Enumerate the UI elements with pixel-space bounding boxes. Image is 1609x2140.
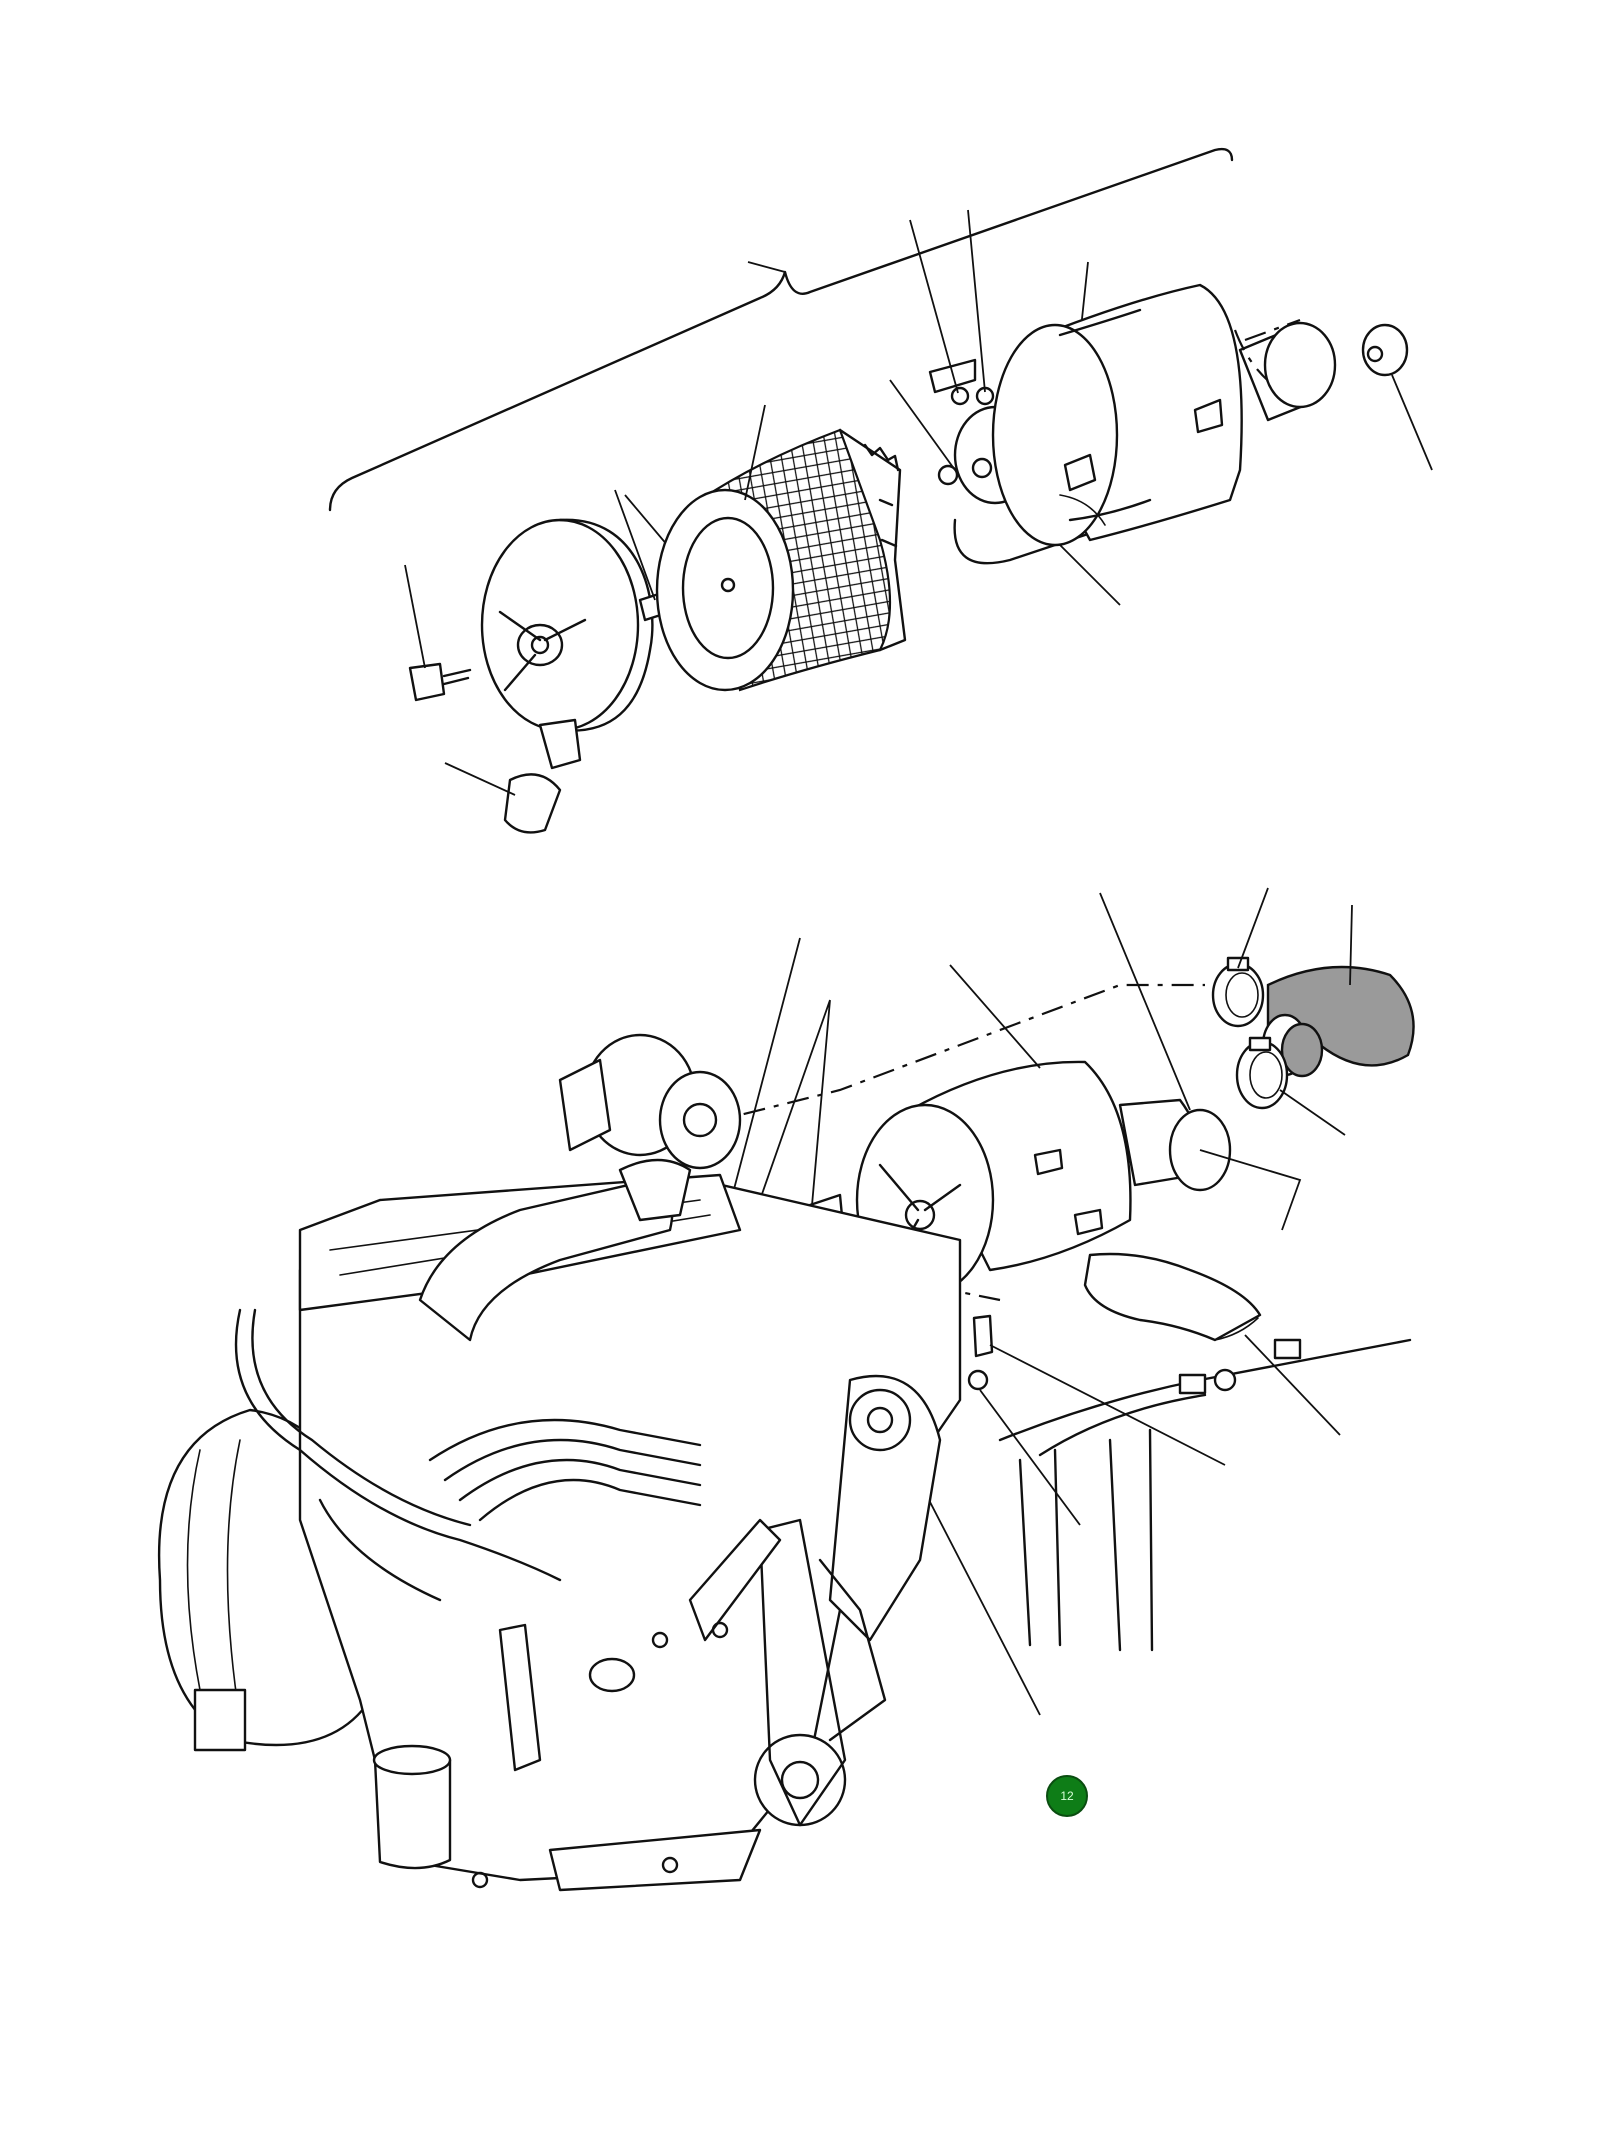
leader-line (1237, 887, 1353, 1136)
leader-line (444, 762, 516, 796)
outlet-elbow (1233, 318, 1409, 422)
leader-line (949, 892, 1302, 1231)
leader-line (1391, 374, 1433, 471)
leader-line (979, 1344, 1226, 1526)
phantom-line (699, 983, 1205, 1127)
radiator-frame (998, 1338, 1412, 1652)
engine-air-intake-installation (157, 887, 1415, 1892)
leader-line (1244, 1334, 1341, 1436)
air-cleaner-exploded-view (328, 147, 1433, 834)
dust-valve (503, 718, 582, 834)
elbow-tube (1083, 1252, 1262, 1342)
wing-bolt (408, 662, 472, 702)
leader-line (727, 937, 831, 1229)
engine-block (157, 1033, 962, 1892)
hose-clamp-lower (1235, 1036, 1289, 1110)
hose-clamp-upper (1211, 956, 1265, 1028)
page-number-badge: 12 (1046, 1775, 1088, 1817)
air-cleaner-housing (991, 283, 1243, 547)
primary-filter-element (655, 428, 907, 692)
leader-line (744, 404, 766, 501)
leader-line (404, 564, 426, 669)
leader-line (1059, 544, 1121, 606)
leader-line (747, 261, 786, 273)
intake-hose (1261, 965, 1415, 1078)
end-cover (480, 518, 654, 732)
cap-screw-lower (967, 1314, 994, 1391)
leader-line (889, 209, 1089, 471)
